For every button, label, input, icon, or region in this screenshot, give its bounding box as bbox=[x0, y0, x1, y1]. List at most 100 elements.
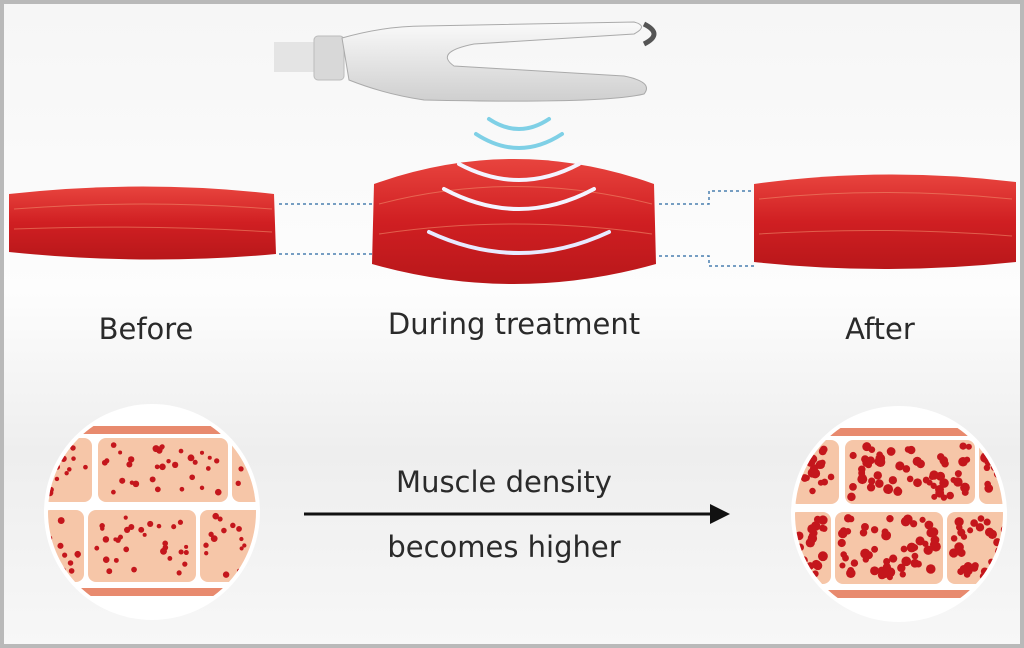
density-dot bbox=[795, 455, 802, 464]
density-dot bbox=[167, 556, 173, 561]
density-dot bbox=[154, 464, 160, 470]
arrow-icon bbox=[304, 504, 730, 524]
density-dot bbox=[827, 473, 835, 481]
density-dot bbox=[64, 470, 69, 476]
density-dot bbox=[886, 447, 896, 456]
density-dot bbox=[235, 480, 241, 487]
density-dot bbox=[189, 474, 196, 481]
density-dot bbox=[850, 559, 859, 567]
density-dot bbox=[954, 517, 964, 527]
density-dot bbox=[931, 493, 938, 500]
density-dot bbox=[961, 489, 969, 496]
density-dot bbox=[221, 527, 227, 534]
density-dot bbox=[922, 476, 930, 484]
density-dot bbox=[889, 554, 898, 563]
density-dot bbox=[809, 487, 816, 495]
label-before: Before bbox=[98, 312, 194, 346]
density-dot bbox=[906, 542, 917, 553]
density-dot bbox=[159, 444, 165, 450]
density-dot bbox=[255, 474, 256, 480]
density-dot bbox=[110, 442, 117, 448]
density-dot bbox=[214, 458, 220, 464]
density-dot bbox=[795, 461, 802, 468]
density-dot bbox=[199, 450, 205, 455]
density-dot bbox=[904, 446, 912, 453]
density-dot bbox=[935, 488, 945, 498]
density-dot bbox=[131, 566, 137, 573]
density-dot bbox=[123, 515, 128, 520]
density-dot bbox=[236, 526, 242, 532]
density-dot bbox=[111, 489, 116, 495]
density-dot bbox=[956, 524, 963, 531]
density-dot bbox=[844, 528, 852, 535]
density-dot bbox=[860, 548, 871, 559]
density-dot bbox=[923, 545, 933, 555]
density-dot bbox=[159, 463, 166, 471]
density-dot bbox=[70, 445, 76, 451]
density-dot bbox=[960, 533, 968, 540]
density-dot bbox=[800, 474, 809, 482]
density-dot bbox=[217, 516, 223, 522]
density-dot bbox=[893, 487, 903, 496]
density-dot bbox=[847, 515, 855, 523]
density-dot bbox=[255, 458, 256, 465]
density-dot bbox=[977, 515, 985, 522]
density-dot bbox=[113, 537, 118, 542]
density-dot bbox=[222, 571, 230, 578]
density-dot bbox=[204, 551, 209, 556]
density-dot bbox=[243, 442, 250, 449]
muscle-after bbox=[754, 174, 1016, 269]
density-dot bbox=[811, 559, 821, 569]
density-dot bbox=[208, 531, 214, 537]
density-dot bbox=[102, 556, 110, 563]
density-dot bbox=[930, 535, 940, 545]
density-dot bbox=[100, 526, 105, 531]
density-dot bbox=[1004, 483, 1013, 492]
density-dot bbox=[939, 478, 949, 488]
wave-arcs bbox=[427, 117, 611, 255]
density-dot bbox=[71, 456, 76, 461]
density-dot bbox=[998, 568, 1003, 578]
density-dot bbox=[210, 535, 218, 543]
density-dot bbox=[106, 568, 113, 575]
density-dot bbox=[57, 542, 64, 549]
density-dot bbox=[983, 464, 991, 472]
density-dot bbox=[178, 448, 184, 454]
density-dot bbox=[859, 529, 868, 537]
density-dot bbox=[846, 568, 856, 579]
density-dot bbox=[154, 486, 161, 493]
density-dot bbox=[241, 570, 249, 577]
density-dot bbox=[123, 546, 130, 553]
density-dot bbox=[207, 455, 212, 460]
label-during-treatment: During treatment bbox=[387, 307, 641, 341]
density-dot bbox=[212, 512, 219, 520]
density-dot bbox=[119, 477, 126, 484]
density-dot bbox=[868, 477, 876, 485]
density-dot bbox=[910, 558, 920, 568]
density-dot bbox=[54, 476, 60, 482]
density-dot bbox=[870, 566, 880, 576]
density-dot bbox=[795, 559, 803, 570]
density-dot bbox=[147, 520, 154, 527]
density-dot bbox=[871, 545, 879, 553]
density-dot bbox=[1007, 448, 1014, 455]
density-dot bbox=[101, 459, 108, 466]
density-dot bbox=[1007, 543, 1013, 549]
density-dot bbox=[252, 445, 256, 452]
density-dot bbox=[187, 454, 195, 462]
density-dot bbox=[62, 552, 68, 558]
density-dot bbox=[963, 456, 971, 463]
density-dot bbox=[205, 466, 211, 471]
density-dot bbox=[965, 443, 972, 450]
density-dot bbox=[883, 557, 891, 566]
density-dot bbox=[866, 456, 875, 465]
density-dot bbox=[895, 461, 905, 471]
density-dot bbox=[238, 466, 244, 472]
density-dot bbox=[925, 564, 936, 574]
density-dot bbox=[849, 451, 857, 460]
density-dot bbox=[242, 543, 247, 548]
density-dot bbox=[888, 476, 898, 485]
density-dot bbox=[883, 484, 894, 495]
density-dot bbox=[950, 477, 957, 484]
density-dot bbox=[796, 459, 803, 467]
